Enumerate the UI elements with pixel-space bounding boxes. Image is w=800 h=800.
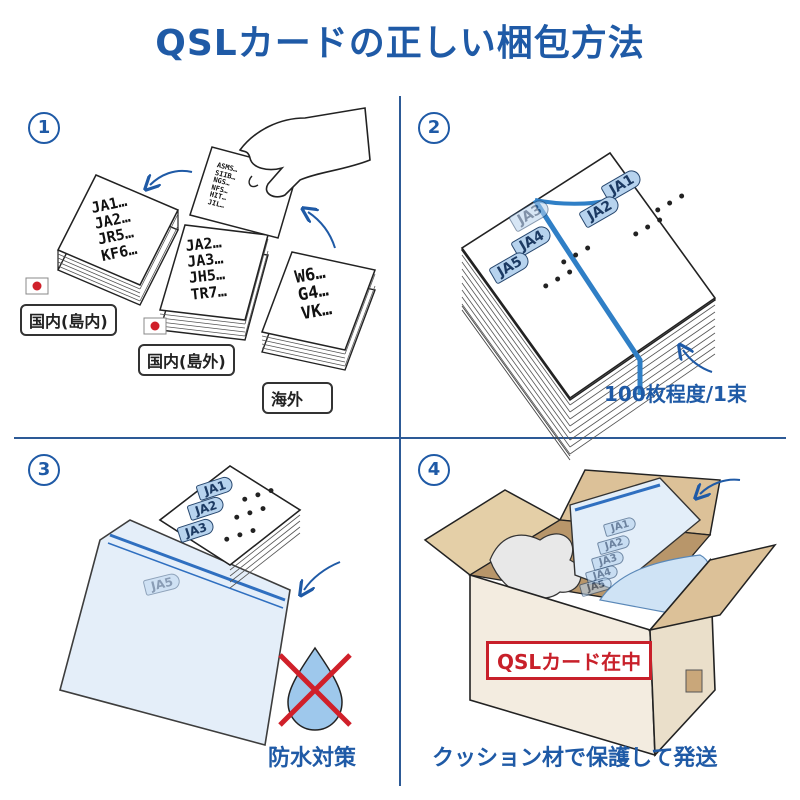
qsl-card-enclosed-stamp: QSLカード在中 — [486, 641, 653, 680]
tag-domestic-island: 国内(島内) — [20, 304, 117, 336]
shipping-box — [423, 469, 777, 757]
vertical-divider — [399, 96, 401, 786]
card-stack-overseas — [260, 251, 377, 371]
arrow-icon — [700, 478, 741, 494]
tag-domestic-outside: 国内(島外) — [138, 344, 235, 376]
step-2-number: 2 — [418, 112, 450, 144]
stack-2-card-text: JA2… JA3… JH5… TR7… — [185, 233, 228, 304]
no-water-icon — [278, 646, 352, 731]
arrow-icon — [150, 169, 193, 185]
arrow-icon — [308, 212, 336, 249]
step-4-caption: クッション材で保護して発送 — [432, 746, 718, 771]
arrow-icon — [304, 561, 341, 590]
step-3-number: 3 — [28, 454, 60, 486]
japan-flag-icon — [25, 277, 49, 295]
tag-overseas: 海外 — [262, 382, 334, 414]
japan-flag-icon — [143, 317, 167, 335]
page-title: QSLカードの正しい梱包方法 — [155, 23, 645, 64]
horizontal-divider — [14, 437, 786, 439]
card-stack-domestic-island — [56, 174, 180, 306]
step-2-caption: 100枚程度/1束 — [604, 382, 747, 406]
step-1-number: 1 — [28, 112, 60, 144]
step-4-number: 4 — [418, 454, 450, 486]
card-line: TR7… — [189, 281, 228, 304]
hand-holding-card — [189, 107, 371, 239]
arrow-icon — [683, 350, 713, 373]
step-3-caption: 防水対策 — [268, 746, 357, 771]
zip-bag — [59, 519, 291, 747]
